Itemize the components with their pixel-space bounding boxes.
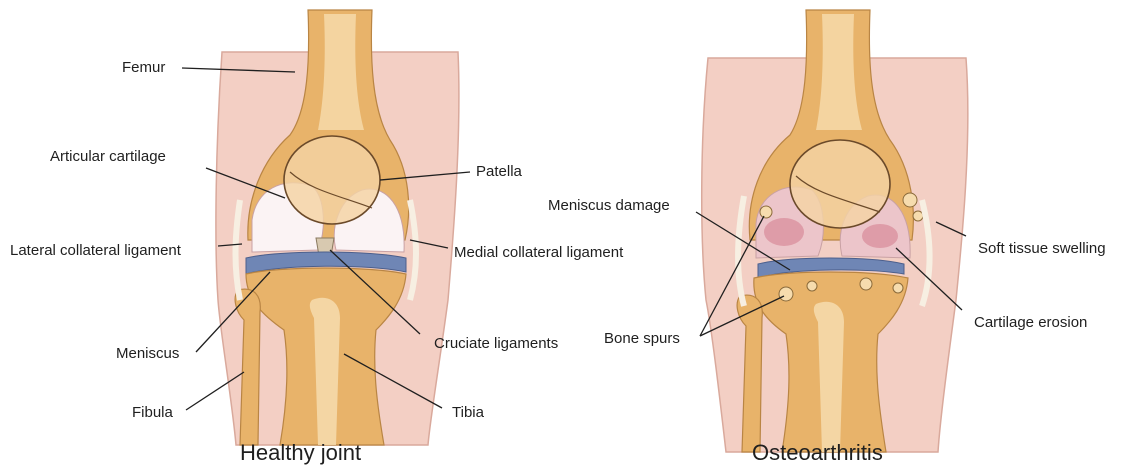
- oa-erosion-left: [764, 218, 804, 246]
- label-tibia: Tibia: [452, 404, 484, 422]
- caption-osteoarthritis: Osteoarthritis: [752, 440, 883, 466]
- label-femur: Femur: [122, 59, 165, 77]
- label-bone-spurs: Bone spurs: [604, 330, 680, 348]
- bone-spur: [903, 193, 917, 207]
- label-lateral-collateral-ligament: Lateral collateral ligament: [10, 242, 181, 260]
- label-fibula: Fibula: [132, 404, 173, 422]
- label-soft-tissue-swelling: Soft tissue swelling: [978, 240, 1106, 258]
- osteoarthritis-knee-illustration: [702, 10, 968, 452]
- label-cartilage-erosion: Cartilage erosion: [974, 314, 1087, 332]
- oa-erosion-right: [862, 224, 898, 248]
- healthy-knee-illustration: [216, 10, 459, 445]
- healthy-patella: [284, 136, 380, 224]
- label-articular-cartilage: Articular cartilage: [50, 148, 166, 166]
- bone-spur: [760, 206, 772, 218]
- bone-spur: [913, 211, 923, 221]
- label-medial-collateral-ligament: Medial collateral ligament: [454, 244, 623, 262]
- bone-spur: [779, 287, 793, 301]
- oa-patella: [790, 140, 890, 228]
- label-cruciate-ligaments: Cruciate ligaments: [434, 335, 558, 353]
- label-patella: Patella: [476, 163, 522, 181]
- bone-spur: [807, 281, 817, 291]
- caption-healthy-joint: Healthy joint: [240, 440, 361, 466]
- label-meniscus: Meniscus: [116, 345, 179, 363]
- bone-spur: [893, 283, 903, 293]
- label-meniscus-damage: Meniscus damage: [548, 197, 670, 215]
- bone-spur: [860, 278, 872, 290]
